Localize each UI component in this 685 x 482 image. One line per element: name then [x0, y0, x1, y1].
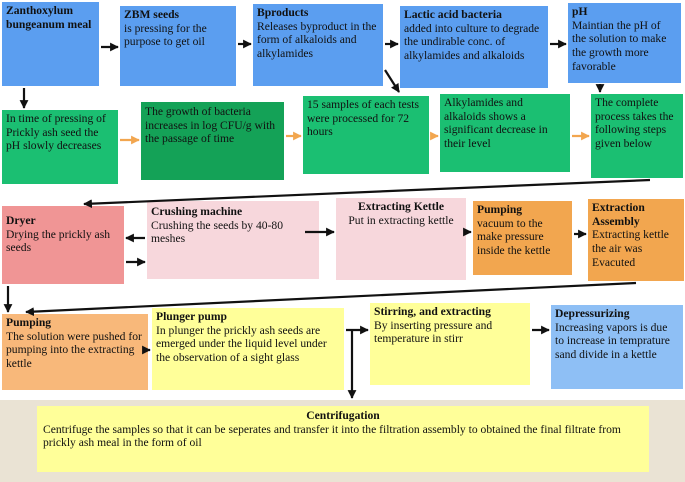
alkylamides-box: Alkylamides and alkaloids shows a signif… [440, 94, 570, 172]
zanthoxylum-box: Zanthoxylum bungeanum meal [2, 2, 99, 86]
plunger-pump-text: In plunger the prickly ash seeds are eme… [156, 323, 327, 365]
pumping-solution-box: Pumping The solution were pushed for pum… [2, 314, 148, 390]
plunger-pump-box: Plunger pump In plunger the prickly ash … [152, 308, 344, 390]
pumping-solution-text: The solution were pushed for pumping int… [6, 329, 142, 371]
depressurizing-title: Depressurizing [555, 307, 630, 320]
dryer-text: Drying the prickly ash seeds [6, 227, 110, 255]
dryer-title: Dryer [6, 214, 36, 227]
extraction-assembly-text: Extracting kettle the air was Evacuted [592, 228, 669, 269]
crushing-box: Crushing machine Crushing the seeds by 4… [147, 201, 319, 279]
complete-process-box: The complete process takes the following… [591, 94, 683, 178]
samples-text: 15 samples of each tests were processed … [307, 98, 420, 139]
zanthoxylum-title: Zanthoxylum bungeanum meal [6, 4, 92, 31]
pumping-solution-title: Pumping [6, 316, 52, 329]
bacteria-growth-text: The growth of bacteria increases in log … [145, 105, 276, 146]
bproducts-text: Releases byproduct in the form of alkalo… [257, 19, 377, 61]
stirring-text: By inserting pressure and temperature in… [374, 318, 493, 346]
complete-process-text: The complete process takes the following… [595, 96, 674, 151]
zbm-seeds-box: ZBM seeds is pressing for the purpose to… [120, 6, 236, 86]
arrow-bproducts-to-samples [384, 69, 400, 93]
depressurizing-text: Increasing vapors is due to increase in … [555, 320, 670, 362]
centrifugation-box: Centrifugation Centrifuge the samples so… [37, 406, 649, 472]
crushing-title: Crushing machine [151, 205, 243, 218]
extraction-assembly-box: Extraction Assembly Extracting kettle th… [588, 199, 684, 281]
ph-text: Maintian the pH of the solution to make … [572, 18, 667, 73]
dryer-box: Dryer Drying the prickly ash seeds [2, 206, 124, 284]
crushing-text: Crushing the seeds by 40-80 meshes [151, 218, 284, 246]
extracting-kettle-title: Extracting Kettle [358, 200, 444, 213]
plunger-pump-title: Plunger pump [156, 310, 227, 323]
samples-box: 15 samples of each tests were processed … [303, 96, 429, 174]
zbm-seeds-text: is pressing for the purpose to get oil [124, 21, 207, 49]
ph-title: pH [572, 5, 588, 18]
arrow-extraction-to-pumping2 [25, 281, 637, 317]
pumping-vacuum-title: Pumping [477, 203, 523, 216]
extracting-kettle-box: Extracting Kettle Put in extracting kett… [336, 198, 466, 280]
lactic-acid-title: Lactic acid bacteria [404, 8, 502, 21]
stirring-title: Stirring, and extracting [374, 305, 491, 318]
zbm-seeds-title: ZBM seeds [124, 8, 180, 21]
alkylamides-text: Alkylamides and alkaloids shows a signif… [444, 96, 548, 151]
ph-box: pH Maintian the pH of the solution to ma… [568, 3, 681, 83]
stirring-box: Stirring, and extracting By inserting pr… [370, 303, 530, 385]
pumping-vacuum-box: Pumping vacuum to the make pressure insi… [473, 201, 572, 275]
extracting-kettle-text: Put in extracting kettle [348, 213, 454, 227]
centrifugation-text: Centrifuge the samples so that it can be… [43, 422, 621, 450]
bproducts-title: Bproducts [257, 6, 309, 19]
pressing-ph-text: In time of pressing of Prickly ash seed … [6, 112, 106, 153]
pumping-vacuum-text: vacuum to the make pressure inside the k… [477, 216, 551, 258]
lactic-acid-box: Lactic acid bacteria added into culture … [400, 6, 548, 88]
bacteria-growth-box: The growth of bacteria increases in log … [141, 102, 284, 180]
arrow-complete-to-dryer [83, 178, 651, 209]
lactic-acid-text: added into culture to degrade the undira… [404, 21, 540, 63]
pressing-ph-box: In time of pressing of Prickly ash seed … [2, 110, 118, 184]
extraction-assembly-title: Extraction Assembly [592, 201, 645, 228]
bproducts-box: Bproducts Releases byproduct in the form… [253, 4, 383, 86]
centrifugation-title: Centrifugation [306, 409, 380, 422]
depressurizing-box: Depressurizing Increasing vapors is due … [551, 305, 683, 389]
